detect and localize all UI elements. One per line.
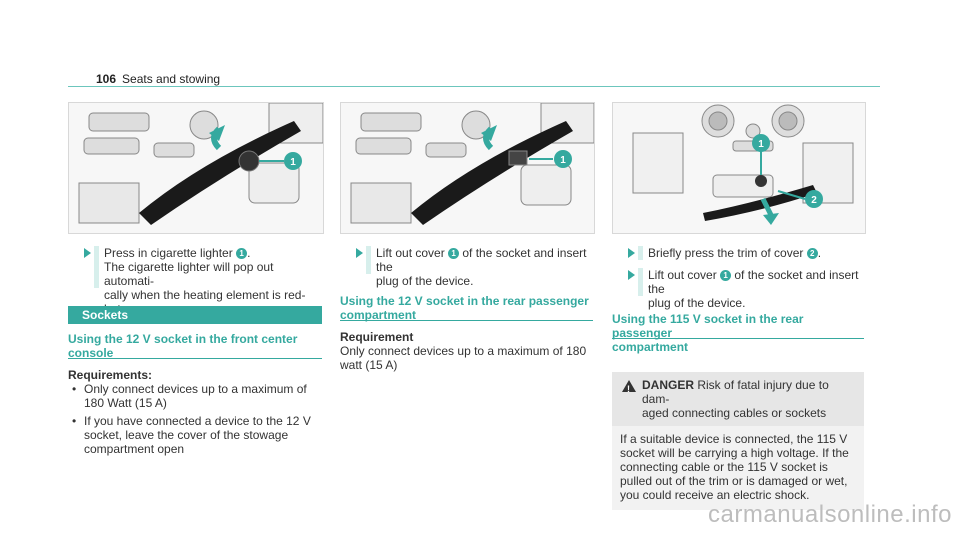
step-bar xyxy=(638,246,643,260)
requirement-label: Requirement xyxy=(340,330,414,344)
step-arrow-icon xyxy=(84,248,91,258)
step-arrow-icon xyxy=(628,248,635,258)
subhead-front-console: Using the 12 V socket in the front cente… xyxy=(68,332,322,360)
step-lift-cover-12v: Lift out cover 1 of the socket and inser… xyxy=(356,246,596,288)
requirement-12v-rear: Requirement Only connect devices up to a… xyxy=(340,330,593,372)
step-text-end: . xyxy=(247,246,251,260)
header-divider xyxy=(68,86,880,87)
subhead-rule xyxy=(340,320,593,321)
danger-header-text: Risk of fatal injury due to dam- xyxy=(642,378,829,406)
section-banner-sockets: Sockets xyxy=(68,306,322,324)
step-text-end: of the socket and insert the xyxy=(648,268,859,296)
step-lift-cover-115v: Lift out cover 1 of the socket and inser… xyxy=(628,268,868,310)
danger-body: If a suitable device is connected, the 1… xyxy=(612,426,864,510)
figure-12v-socket-rear-drawing: 1 xyxy=(350,103,594,225)
requirement-text: Only connect devices up to a maximum of … xyxy=(340,344,587,358)
figure3-callout-2: 2 xyxy=(811,195,817,206)
step-arrow-icon xyxy=(356,248,363,258)
step-text-line: plug of the device. xyxy=(648,296,746,310)
step-arrow-icon xyxy=(628,270,635,280)
subhead-line: Using the 115 V socket in the rear passe… xyxy=(612,312,804,340)
danger-header-text: aged connecting cables or sockets xyxy=(642,406,827,420)
callout-badge: 1 xyxy=(236,248,248,260)
subhead-line: console xyxy=(68,346,114,360)
list-item: If you have connected a device to the 12… xyxy=(68,414,318,456)
step-text-end: of the socket and insert the xyxy=(376,246,587,274)
figure-12v-socket-rear: 1 xyxy=(340,102,595,234)
step-press-trim: Briefly press the trim of cover 2. xyxy=(628,246,868,260)
figure-115v-socket-rear-drawing: 1 2 xyxy=(632,104,854,225)
requirements-label-text: Requirements: xyxy=(68,368,153,382)
figure1-callout-1: 1 xyxy=(290,157,296,168)
danger-label: DANGER xyxy=(642,378,695,392)
danger-header: DANGER Risk of fatal injury due to dam- … xyxy=(612,372,864,426)
figure-cigarette-lighter: 1 xyxy=(68,102,324,234)
subhead-rear-12v: Using the 12 V socket in the rear passen… xyxy=(340,294,593,322)
requirement-text: watt (15 A) xyxy=(340,358,398,372)
figure3-callout-1: 1 xyxy=(758,139,764,150)
list-item: Only connect devices up to a maximum of … xyxy=(68,382,318,410)
figure-115v-socket-rear: 1 2 xyxy=(612,102,866,234)
step-press-cigarette-lighter: Press in cigarette lighter 1. The cigare… xyxy=(84,246,324,316)
subhead-line: compartment xyxy=(612,340,689,354)
figure-cigarette-lighter-drawing: 1 xyxy=(78,103,323,225)
warning-triangle-icon xyxy=(622,380,636,396)
subhead-line: compartment xyxy=(340,308,417,322)
page-header: 106 Seats and stowing xyxy=(96,72,220,86)
figure2-callout-1: 1 xyxy=(560,155,566,166)
step-text: Lift out cover xyxy=(376,246,449,260)
step-bar xyxy=(366,246,371,274)
step-text: Lift out cover xyxy=(648,268,721,282)
step-note-line: The cigarette lighter will pop out autom… xyxy=(104,260,274,288)
step-text: Press in cigarette lighter xyxy=(104,246,237,260)
page-number: 106 xyxy=(96,72,117,86)
step-bar xyxy=(94,246,99,288)
section-title: Seats and stowing xyxy=(122,72,221,86)
subhead-line: Using the 12 V socket in the front cente… xyxy=(68,332,298,346)
step-text-end: . xyxy=(817,246,822,260)
callout-badge: 2 xyxy=(806,248,818,260)
subhead-line: Using the 12 V socket in the rear passen… xyxy=(340,294,589,308)
watermark: carmanualsonline.info xyxy=(708,501,952,528)
danger-warning-box: DANGER Risk of fatal injury due to dam- … xyxy=(612,372,864,510)
subhead-rear-115v: Using the 115 V socket in the rear passe… xyxy=(612,312,864,354)
subhead-rule xyxy=(612,338,864,339)
callout-badge: 1 xyxy=(720,270,732,282)
step-bar xyxy=(638,268,643,296)
callout-badge: 1 xyxy=(448,248,460,260)
step-text-line: plug of the device. xyxy=(376,274,474,288)
requirements-list: Only connect devices up to a maximum of … xyxy=(68,382,318,460)
step-text: Briefly press the trim of cover xyxy=(648,246,807,260)
requirements-label: Requirements: xyxy=(68,368,152,382)
subhead-rule xyxy=(68,358,322,359)
